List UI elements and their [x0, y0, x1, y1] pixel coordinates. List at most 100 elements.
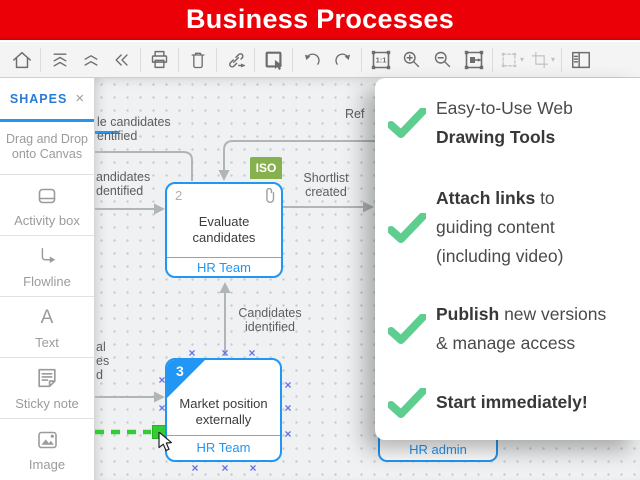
sidebar-item-label: Text — [35, 334, 59, 350]
toolbar-divider — [216, 47, 217, 72]
delete-icon — [191, 52, 204, 68]
zoom-in-icon — [403, 51, 420, 68]
attach-link-button[interactable] — [220, 45, 251, 75]
sticky-note-icon — [34, 366, 60, 392]
snap-options-icon — [501, 52, 517, 67]
shapes-header: SHAPES × — [0, 78, 94, 122]
select-area-button[interactable] — [258, 45, 289, 75]
scroll-up-icon — [84, 54, 97, 66]
checkmark-icon — [387, 184, 427, 271]
toolbar-divider — [254, 47, 255, 72]
sidebar-item-flowline[interactable]: Flowline — [0, 236, 94, 297]
zoom-in-button[interactable] — [396, 45, 427, 75]
activity-team[interactable]: HR Team — [197, 260, 251, 275]
dropdown-caret-icon: ▾ — [550, 55, 555, 64]
activity-team[interactable]: HR Team — [196, 440, 251, 455]
toolbar-divider — [140, 47, 141, 72]
scroll-to-top-icon — [53, 53, 66, 66]
activity-title: Market position externally — [179, 396, 268, 427]
sidebar-item-label: Activity box — [14, 212, 80, 228]
dropdown-caret-icon: ▾ — [519, 55, 524, 64]
activity-box-market-position[interactable]: 3 Market position externally HR Team — [165, 358, 282, 462]
features-overlay-panel: Easy-to-Use Web Drawing Tools Attach lin… — [375, 78, 640, 440]
snap-options-button[interactable]: ▾ — [496, 45, 527, 75]
snap-mark: × — [284, 401, 292, 415]
go-back-button[interactable] — [106, 45, 137, 75]
crop-options-button[interactable]: ▾ — [527, 45, 558, 75]
text-icon: A — [40, 307, 54, 328]
undo-button[interactable] — [296, 45, 327, 75]
snap-mark: × — [188, 346, 196, 360]
zoom-out-icon — [434, 51, 451, 68]
feature-text: (including video) — [436, 246, 564, 266]
feature-text-bold: Publish — [436, 304, 500, 324]
toolbar-divider — [178, 47, 179, 72]
title-banner: Business Processes — [0, 0, 640, 40]
scroll-to-top-button[interactable] — [44, 45, 75, 75]
zoom-to-fit-icon — [464, 50, 483, 69]
feature-item: Start immediately! — [387, 388, 588, 418]
toolbar-divider — [492, 47, 493, 72]
home-icon — [12, 51, 31, 68]
activity-box-icon — [34, 183, 60, 209]
zoom-out-button[interactable] — [427, 45, 458, 75]
flowline-connectors — [95, 140, 377, 435]
mouse-cursor — [158, 432, 172, 452]
home-button[interactable] — [6, 45, 37, 75]
print-icon — [151, 50, 168, 69]
delete-button[interactable] — [182, 45, 213, 75]
snap-mark: × — [249, 461, 257, 475]
paperclip-icon[interactable] — [262, 188, 275, 205]
actual-size-button[interactable]: 1:1 — [365, 45, 396, 75]
toolbar-divider — [361, 47, 362, 72]
sidebar-item-image[interactable]: Image — [0, 419, 94, 480]
zoom-to-fit-button[interactable] — [458, 45, 489, 75]
feature-item: Attach links to guiding content (includi… — [387, 184, 563, 271]
toolbar-divider — [292, 47, 293, 72]
flowline-from-right[interactable] — [223, 140, 377, 170]
undo-icon — [304, 52, 320, 65]
arrowhead — [154, 391, 165, 403]
activity-divider — [167, 257, 281, 258]
feature-text: new versions — [499, 304, 607, 324]
sidebar-item-text[interactable]: A Text — [0, 297, 94, 358]
page-title: Business Processes — [185, 3, 455, 34]
sidebar-item-label: Image — [28, 457, 66, 472]
feature-item: Publish new versions & manage access — [387, 300, 606, 358]
iso-badge[interactable]: ISO — [250, 157, 282, 179]
activity-team[interactable]: HR admin — [409, 442, 467, 457]
selected-corner-fold — [167, 360, 206, 399]
redo-button[interactable] — [327, 45, 358, 75]
checkmark-icon — [387, 300, 427, 358]
sidebar-item-sticky-note[interactable]: Sticky note — [0, 358, 94, 419]
activity-title: Evaluate candidates — [192, 214, 256, 245]
svg-text:1:1: 1:1 — [375, 55, 386, 64]
label-ref-clipped: Ref — [345, 107, 365, 121]
close-icon[interactable]: × — [75, 90, 85, 107]
scroll-up-button[interactable] — [75, 45, 106, 75]
crop-options-icon — [531, 51, 549, 68]
snap-mark: × — [158, 373, 166, 387]
arrowhead — [363, 201, 374, 213]
shapes-title: SHAPES — [9, 91, 68, 106]
sidebar-item-label: Flowline — [23, 273, 71, 289]
print-button[interactable] — [144, 45, 175, 75]
feature-text-bold: Attach links — [436, 188, 536, 208]
flowline-top-left[interactable] — [95, 151, 193, 181]
image-icon — [34, 427, 61, 453]
drag-drop-hint: Drag and Drop onto Canvas — [0, 122, 94, 175]
sidebar-item-activity-box[interactable]: Activity box — [0, 175, 94, 236]
activity-box-evaluate-candidates[interactable]: 2 Evaluate candidates HR Team — [165, 182, 283, 278]
checkmark-icon — [387, 388, 427, 418]
snap-mark: × — [248, 346, 256, 360]
toolbar: 1:1 ▾ ▾ — [0, 42, 640, 78]
panel-toggle-button[interactable] — [565, 45, 596, 75]
sidebar-item-label: Sticky note — [15, 395, 79, 411]
toolbar-divider — [561, 47, 562, 72]
checkmark-icon — [387, 94, 427, 152]
